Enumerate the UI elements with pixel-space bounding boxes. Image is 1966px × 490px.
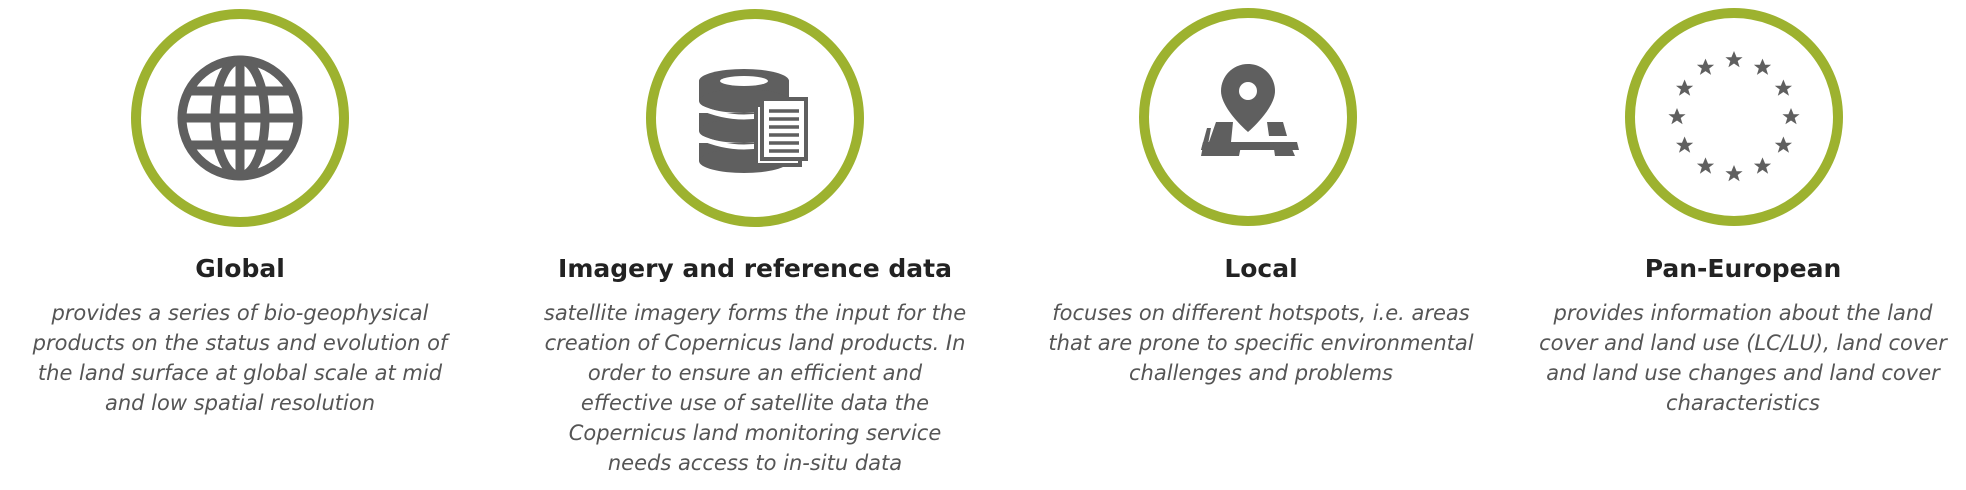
eu-stars-icon (1668, 51, 1800, 182)
icon-circle (1625, 8, 1843, 226)
icon-circle (1139, 8, 1357, 226)
icon-circle (131, 9, 349, 227)
description-line: provides a series of bio-geophysical (51, 301, 429, 325)
description-line: cover and land use (LC/LU), land cover (1539, 331, 1947, 355)
description-line: satellite imagery forms the input for th… (543, 301, 967, 325)
description-line: effective use of satellite data the (580, 391, 930, 415)
database-document-icon (697, 69, 808, 173)
card-title: Imagery and reference data (558, 254, 952, 283)
description-line: the land surface at global scale at mid (37, 361, 443, 385)
description-line: and land use changes and land cover (1546, 361, 1940, 385)
description-line: characteristics (1666, 391, 1820, 415)
icon-circle (646, 9, 864, 227)
description-line: products on the status and evolution of (32, 331, 448, 355)
card-title: Local (1224, 254, 1298, 283)
description-line: needs access to in-situ data (607, 451, 903, 475)
description-line: that are prone to specific environmental (1048, 331, 1474, 355)
card-title: Pan-European (1644, 254, 1842, 283)
description-line: creation of Copernicus land products. In (544, 331, 966, 355)
description-line: provides information about the land (1553, 301, 1933, 325)
card-title: Global (195, 254, 285, 283)
card-description: provides information about the land cove… (1508, 298, 1966, 418)
description-line: order to ensure an efficient and (587, 361, 923, 385)
map-pin-icon (1201, 64, 1299, 156)
globe-icon (177, 55, 303, 181)
description-line: challenges and problems (1129, 361, 1393, 385)
description-line: focuses on different hotspots, i.e. area… (1052, 301, 1470, 325)
card-description: provides a series of bio-geophysical pro… (5, 298, 475, 418)
card-description: focuses on different hotspots, i.e. area… (1026, 298, 1496, 388)
description-line: and low spatial resolution (104, 391, 376, 415)
card-description: satellite imagery forms the input for th… (520, 298, 990, 478)
description-line: Copernicus land monitoring service (568, 421, 942, 445)
